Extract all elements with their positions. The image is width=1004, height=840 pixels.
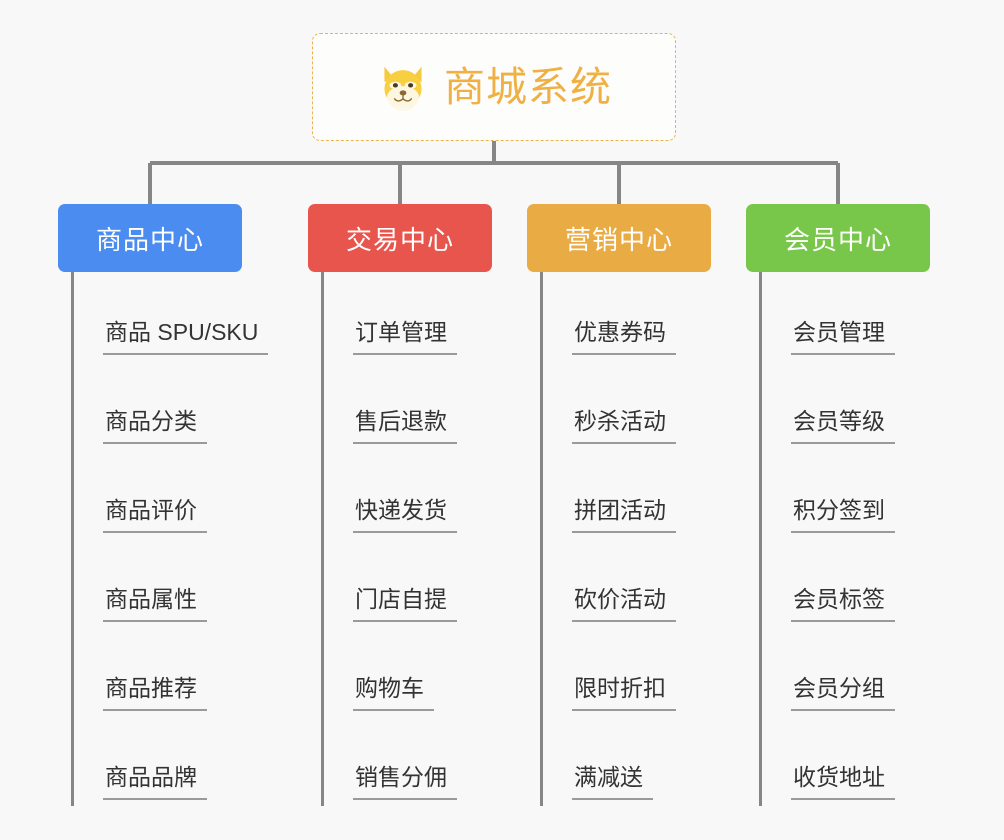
- list-item[interactable]: 商品分类: [71, 361, 268, 450]
- list-item[interactable]: 会员管理: [759, 272, 930, 361]
- list-item-label: 秒杀活动: [572, 408, 676, 444]
- list-item[interactable]: 拼团活动: [540, 450, 711, 539]
- list-item[interactable]: 限时折扣: [540, 628, 711, 717]
- root-title: 商城系统: [444, 63, 612, 110]
- list-item[interactable]: 商品评价: [71, 450, 268, 539]
- list-item-label: 会员标签: [791, 586, 895, 622]
- list-item-label: 会员等级: [791, 408, 895, 444]
- list-item[interactable]: 满减送: [540, 717, 711, 806]
- list-item[interactable]: 砍价活动: [540, 539, 711, 628]
- category-header-4[interactable]: 会员中心: [746, 204, 930, 272]
- list-item-label: 商品 SPU/SKU: [103, 319, 269, 355]
- category-header-2-label: 交易中心: [345, 224, 454, 255]
- list-item-label: 商品推荐: [103, 675, 207, 711]
- list-item[interactable]: 商品推荐: [71, 628, 268, 717]
- list-item-label: 砍价活动: [572, 586, 676, 622]
- category-1-item-list: 商品 SPU/SKU 商品分类 商品评价 商品属性 商品推荐 商品品牌: [71, 272, 269, 806]
- list-item[interactable]: 快递发货: [321, 450, 492, 539]
- list-item-label: 销售分佣: [353, 764, 457, 800]
- list-item[interactable]: 购物车: [321, 628, 492, 717]
- list-item-label: 购物车: [353, 675, 434, 711]
- list-item-label: 订单管理: [353, 319, 457, 355]
- list-item-label: 会员分组: [791, 675, 895, 711]
- list-item[interactable]: 优惠券码: [540, 272, 711, 361]
- root-node[interactable]: 商城系统: [312, 33, 676, 141]
- list-item[interactable]: 订单管理: [321, 272, 492, 361]
- list-item[interactable]: 会员标签: [759, 539, 930, 628]
- list-item-label: 门店自提: [353, 586, 457, 622]
- list-item[interactable]: 商品属性: [71, 539, 268, 628]
- list-item[interactable]: 门店自提: [321, 539, 492, 628]
- category-header-2[interactable]: 交易中心: [308, 204, 492, 272]
- list-item-label: 收货地址: [791, 764, 895, 800]
- list-item[interactable]: 积分签到: [759, 450, 930, 539]
- category-header-1-label: 商品中心: [95, 224, 204, 255]
- list-item[interactable]: 商品品牌: [71, 717, 268, 806]
- list-item-label: 优惠券码: [572, 319, 676, 355]
- category-4-item-list: 会员管理 会员等级 积分签到 会员标签 会员分组 收货地址: [759, 272, 930, 806]
- list-item-label: 商品分类: [103, 408, 207, 444]
- list-item[interactable]: 商品 SPU/SKU: [71, 272, 269, 361]
- category-header-3[interactable]: 营销中心: [527, 204, 711, 272]
- list-item[interactable]: 会员等级: [759, 361, 930, 450]
- list-item-label: 限时折扣: [572, 675, 676, 711]
- shiba-dog-face-icon: [384, 66, 422, 111]
- list-item[interactable]: 销售分佣: [321, 717, 492, 806]
- list-item-label: 满减送: [572, 764, 653, 800]
- list-item[interactable]: 收货地址: [759, 717, 930, 806]
- category-column-2: 交易中心 订单管理 售后退款 快递发货 门店自提 购物车 销售分佣: [308, 204, 492, 806]
- category-column-4: 会员中心 会员管理 会员等级 积分签到 会员标签 会员分组 收货地址: [746, 204, 930, 806]
- list-item-label: 商品属性: [103, 586, 207, 622]
- list-item-label: 售后退款: [353, 408, 457, 444]
- list-item[interactable]: 售后退款: [321, 361, 492, 450]
- category-3-item-list: 优惠券码 秒杀活动 拼团活动 砍价活动 限时折扣 满减送: [540, 272, 711, 806]
- list-item-label: 商品评价: [103, 497, 207, 533]
- list-item-label: 拼团活动: [572, 497, 676, 533]
- category-column-1: 商品中心 商品 SPU/SKU 商品分类 商品评价 商品属性 商品推荐 商品品牌: [58, 204, 269, 806]
- category-header-1[interactable]: 商品中心: [58, 204, 242, 272]
- list-item-label: 积分签到: [791, 497, 895, 533]
- category-header-4-label: 会员中心: [783, 224, 892, 255]
- list-item-label: 快递发货: [353, 497, 457, 533]
- list-item[interactable]: 会员分组: [759, 628, 930, 717]
- category-2-item-list: 订单管理 售后退款 快递发货 门店自提 购物车 销售分佣: [321, 272, 492, 806]
- list-item-label: 会员管理: [791, 319, 895, 355]
- list-item-label: 商品品牌: [103, 764, 207, 800]
- category-column-3: 营销中心 优惠券码 秒杀活动 拼团活动 砍价活动 限时折扣 满减送: [527, 204, 711, 806]
- list-item[interactable]: 秒杀活动: [540, 361, 711, 450]
- category-header-3-label: 营销中心: [564, 224, 673, 255]
